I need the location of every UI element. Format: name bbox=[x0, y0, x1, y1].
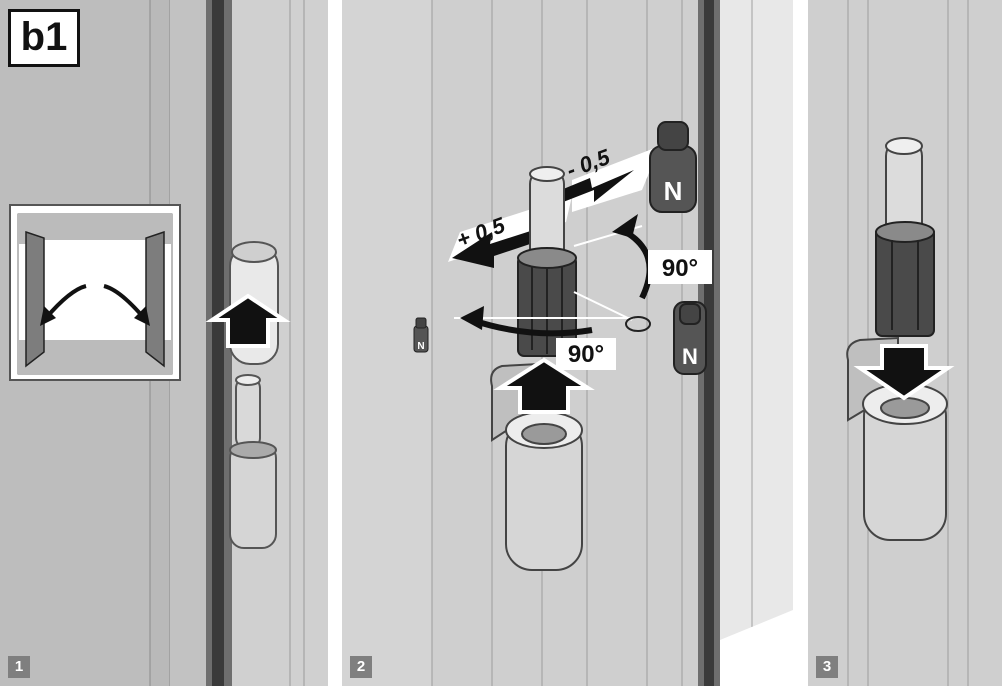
diagram-title: b1 bbox=[8, 9, 80, 67]
step-3-illustration bbox=[808, 0, 1002, 686]
step-3-panel: 3 bbox=[808, 0, 1002, 686]
angle-label-right: 90° bbox=[662, 255, 698, 282]
step-2-panel: N N N + 0,5 - 0,5 90° 90° 2 bbox=[342, 0, 793, 686]
step-2-illustration: N N N + 0,5 - 0,5 90° 90° bbox=[342, 0, 793, 686]
step-1-illustration bbox=[0, 0, 328, 686]
step-number-1: 1 bbox=[8, 656, 30, 678]
weight-label-large: N bbox=[664, 176, 683, 206]
weight-label-medium: N bbox=[682, 344, 698, 369]
weight-label-small: N bbox=[417, 341, 424, 352]
step-1-panel: b1 1 bbox=[0, 0, 328, 686]
double-door-icon bbox=[10, 205, 180, 380]
step-number-2: 2 bbox=[350, 656, 372, 678]
angle-label-bottom: 90° bbox=[568, 341, 604, 368]
step-number-3: 3 bbox=[816, 656, 838, 678]
